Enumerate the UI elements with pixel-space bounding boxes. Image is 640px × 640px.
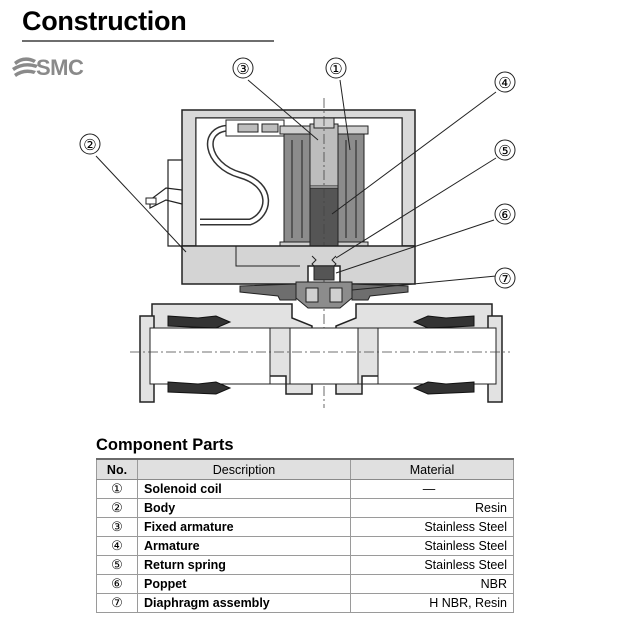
solenoid-coil-left (283, 131, 311, 247)
row-material: Stainless Steel (350, 555, 514, 575)
row-no: ⑥ (96, 574, 138, 594)
header-no: No. (96, 458, 138, 480)
row-description: Return spring (137, 555, 351, 575)
row-material: NBR (350, 574, 514, 594)
row-material: Stainless Steel (350, 517, 514, 537)
diaphragm-assembly (239, 283, 297, 301)
row-no: ② (96, 498, 138, 518)
row-material: H NBR, Resin (350, 593, 514, 613)
row-material: — (350, 479, 514, 499)
callout-2: ② (83, 137, 96, 154)
row-material: Stainless Steel (350, 536, 514, 556)
page-title: Construction (22, 6, 187, 36)
callout-7: ⑦ (498, 271, 511, 288)
callout-3: ③ (236, 61, 249, 78)
title-underline (22, 40, 274, 42)
header-description: Description (137, 458, 351, 480)
row-material: Resin (350, 498, 514, 518)
callout-5: ⑤ (498, 143, 511, 160)
row-description: Diaphragm assembly (137, 593, 351, 613)
row-no: ① (96, 479, 138, 499)
table-row: ④ Armature Stainless Steel (96, 536, 514, 556)
row-description: Solenoid coil (137, 479, 351, 499)
callout-6: ⑥ (498, 207, 511, 224)
table-row: ⑤ Return spring Stainless Steel (96, 555, 514, 575)
component-parts-title: Component Parts (96, 436, 234, 454)
table-row: ⑥ Poppet NBR (96, 574, 514, 594)
header-material: Material (350, 458, 514, 480)
table-row: ② Body Resin (96, 498, 514, 518)
row-no: ⑤ (96, 555, 138, 575)
row-description: Body (137, 498, 351, 518)
callout-4: ④ (498, 75, 511, 92)
row-no: ④ (96, 536, 138, 556)
poppet (313, 265, 335, 281)
component-parts-table: No. Description Material ① Solenoid coil… (96, 458, 514, 613)
body (181, 245, 416, 285)
table-header-row: No. Description Material (96, 458, 514, 480)
row-description: Armature (137, 536, 351, 556)
row-description: Fixed armature (137, 517, 351, 537)
row-no: ⑦ (96, 593, 138, 613)
table-row: ⑦ Diaphragm assembly H NBR, Resin (96, 593, 514, 613)
row-description: Poppet (137, 574, 351, 594)
table-row: ③ Fixed armature Stainless Steel (96, 517, 514, 537)
logo-text: SMC (36, 55, 84, 80)
solenoid-coil-right (337, 131, 365, 247)
callout-1: ① (329, 61, 342, 78)
smc-logo-icon (12, 57, 38, 77)
table-row: ① Solenoid coil — (96, 479, 514, 499)
valve-cross-section-diagram: ③ ① ② ④ ⑤ ⑥ ⑦ (79, 57, 516, 408)
row-no: ③ (96, 517, 138, 537)
